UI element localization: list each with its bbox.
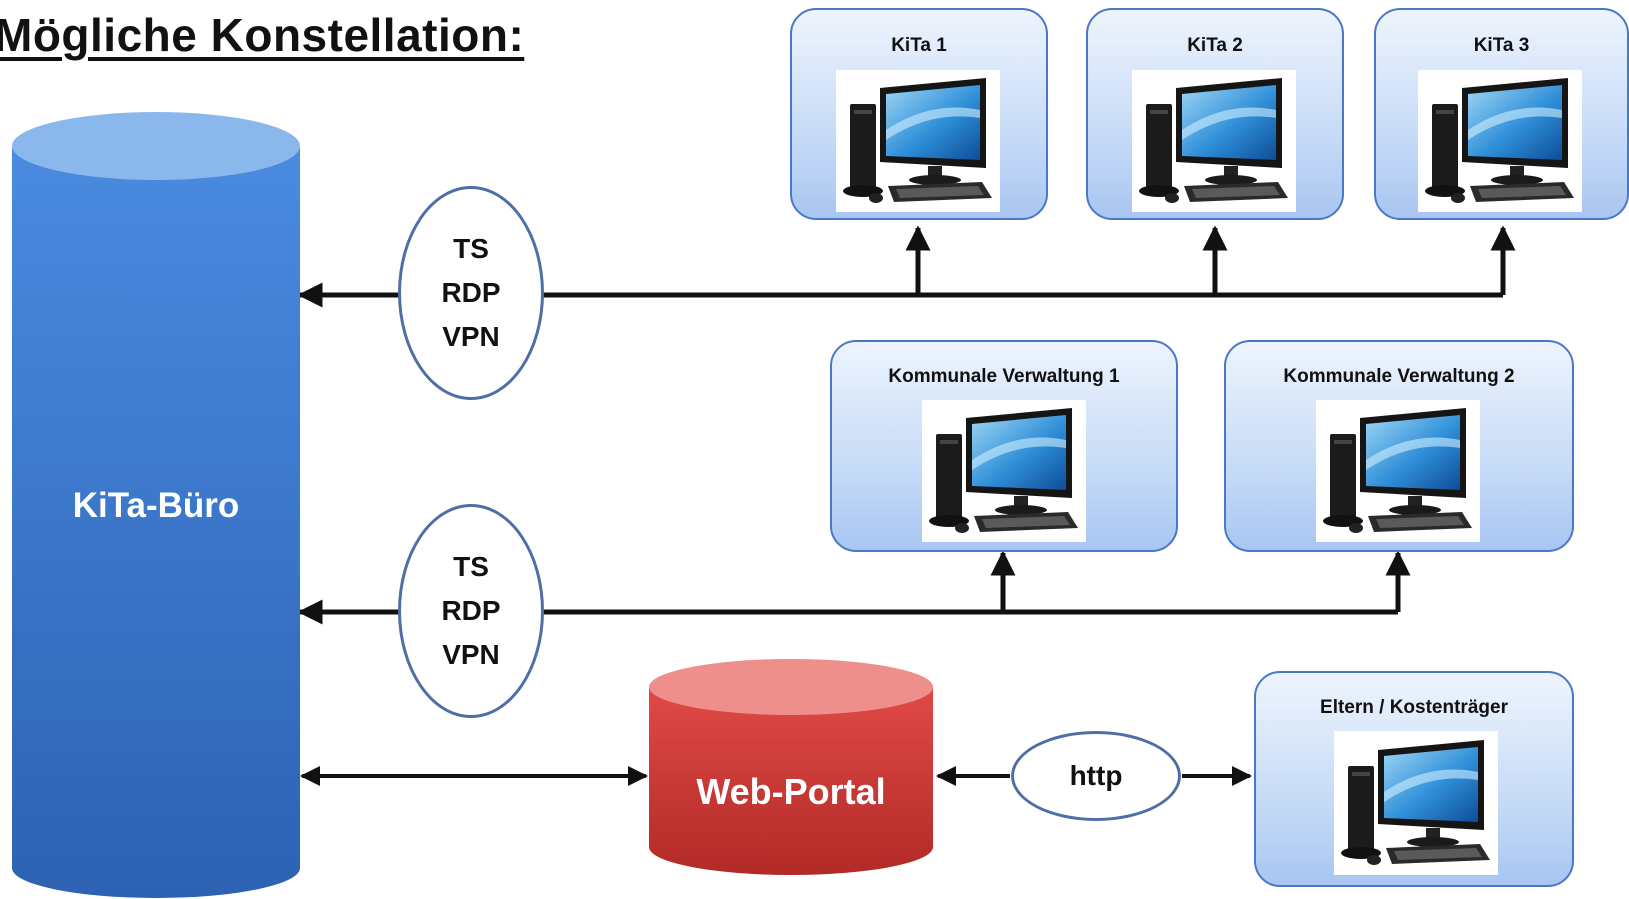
parents-label: Eltern / Kostenträger xyxy=(1320,697,1508,718)
kita-label: KiTa 2 xyxy=(1187,35,1243,56)
protocol-ellipse-admins: TS RDP VPN xyxy=(398,504,544,718)
computer-icon xyxy=(1316,400,1480,542)
kita-buero-label: KiTa-Büro xyxy=(72,486,240,525)
protocol-rdp: RDP xyxy=(441,277,501,308)
kita-box-1: KiTa 1 xyxy=(790,8,1048,220)
http-label: http xyxy=(1069,760,1123,791)
protocol-vpn: VPN xyxy=(442,639,500,670)
kita-box-3: KiTa 3 xyxy=(1374,8,1629,220)
protocol-vpn: VPN xyxy=(442,321,500,352)
admin-box-1: Kommunale Verwaltung 1 xyxy=(830,340,1178,552)
web-portal-label: Web-Portal xyxy=(696,771,886,812)
protocol-ellipse-kitas: TS RDP VPN xyxy=(398,186,544,400)
parents-box: Eltern / Kostenträger xyxy=(1254,671,1574,887)
protocol-ts: TS xyxy=(453,551,489,582)
kita-box-2: KiTa 2 xyxy=(1086,8,1344,220)
kita-label: KiTa 3 xyxy=(1473,35,1530,56)
admin-box-2: Kommunale Verwaltung 2 xyxy=(1224,340,1574,552)
computer-icon xyxy=(836,70,1000,212)
http-ellipse: http xyxy=(1011,731,1181,821)
protocol-rdp: RDP xyxy=(441,595,501,626)
admin-label: Kommunale Verwaltung 2 xyxy=(1283,366,1515,387)
web-portal-database xyxy=(649,659,933,875)
computer-icon xyxy=(1132,70,1296,212)
computer-icon xyxy=(1334,731,1498,875)
admin-label: Kommunale Verwaltung 1 xyxy=(888,366,1120,387)
kita-buero-database xyxy=(12,112,300,898)
protocol-ts: TS xyxy=(453,233,489,264)
kita-label: KiTa 1 xyxy=(891,35,947,56)
page-title: Mögliche Konstellation: xyxy=(0,9,525,61)
computer-icon xyxy=(1418,70,1582,212)
computer-icon xyxy=(922,400,1086,542)
